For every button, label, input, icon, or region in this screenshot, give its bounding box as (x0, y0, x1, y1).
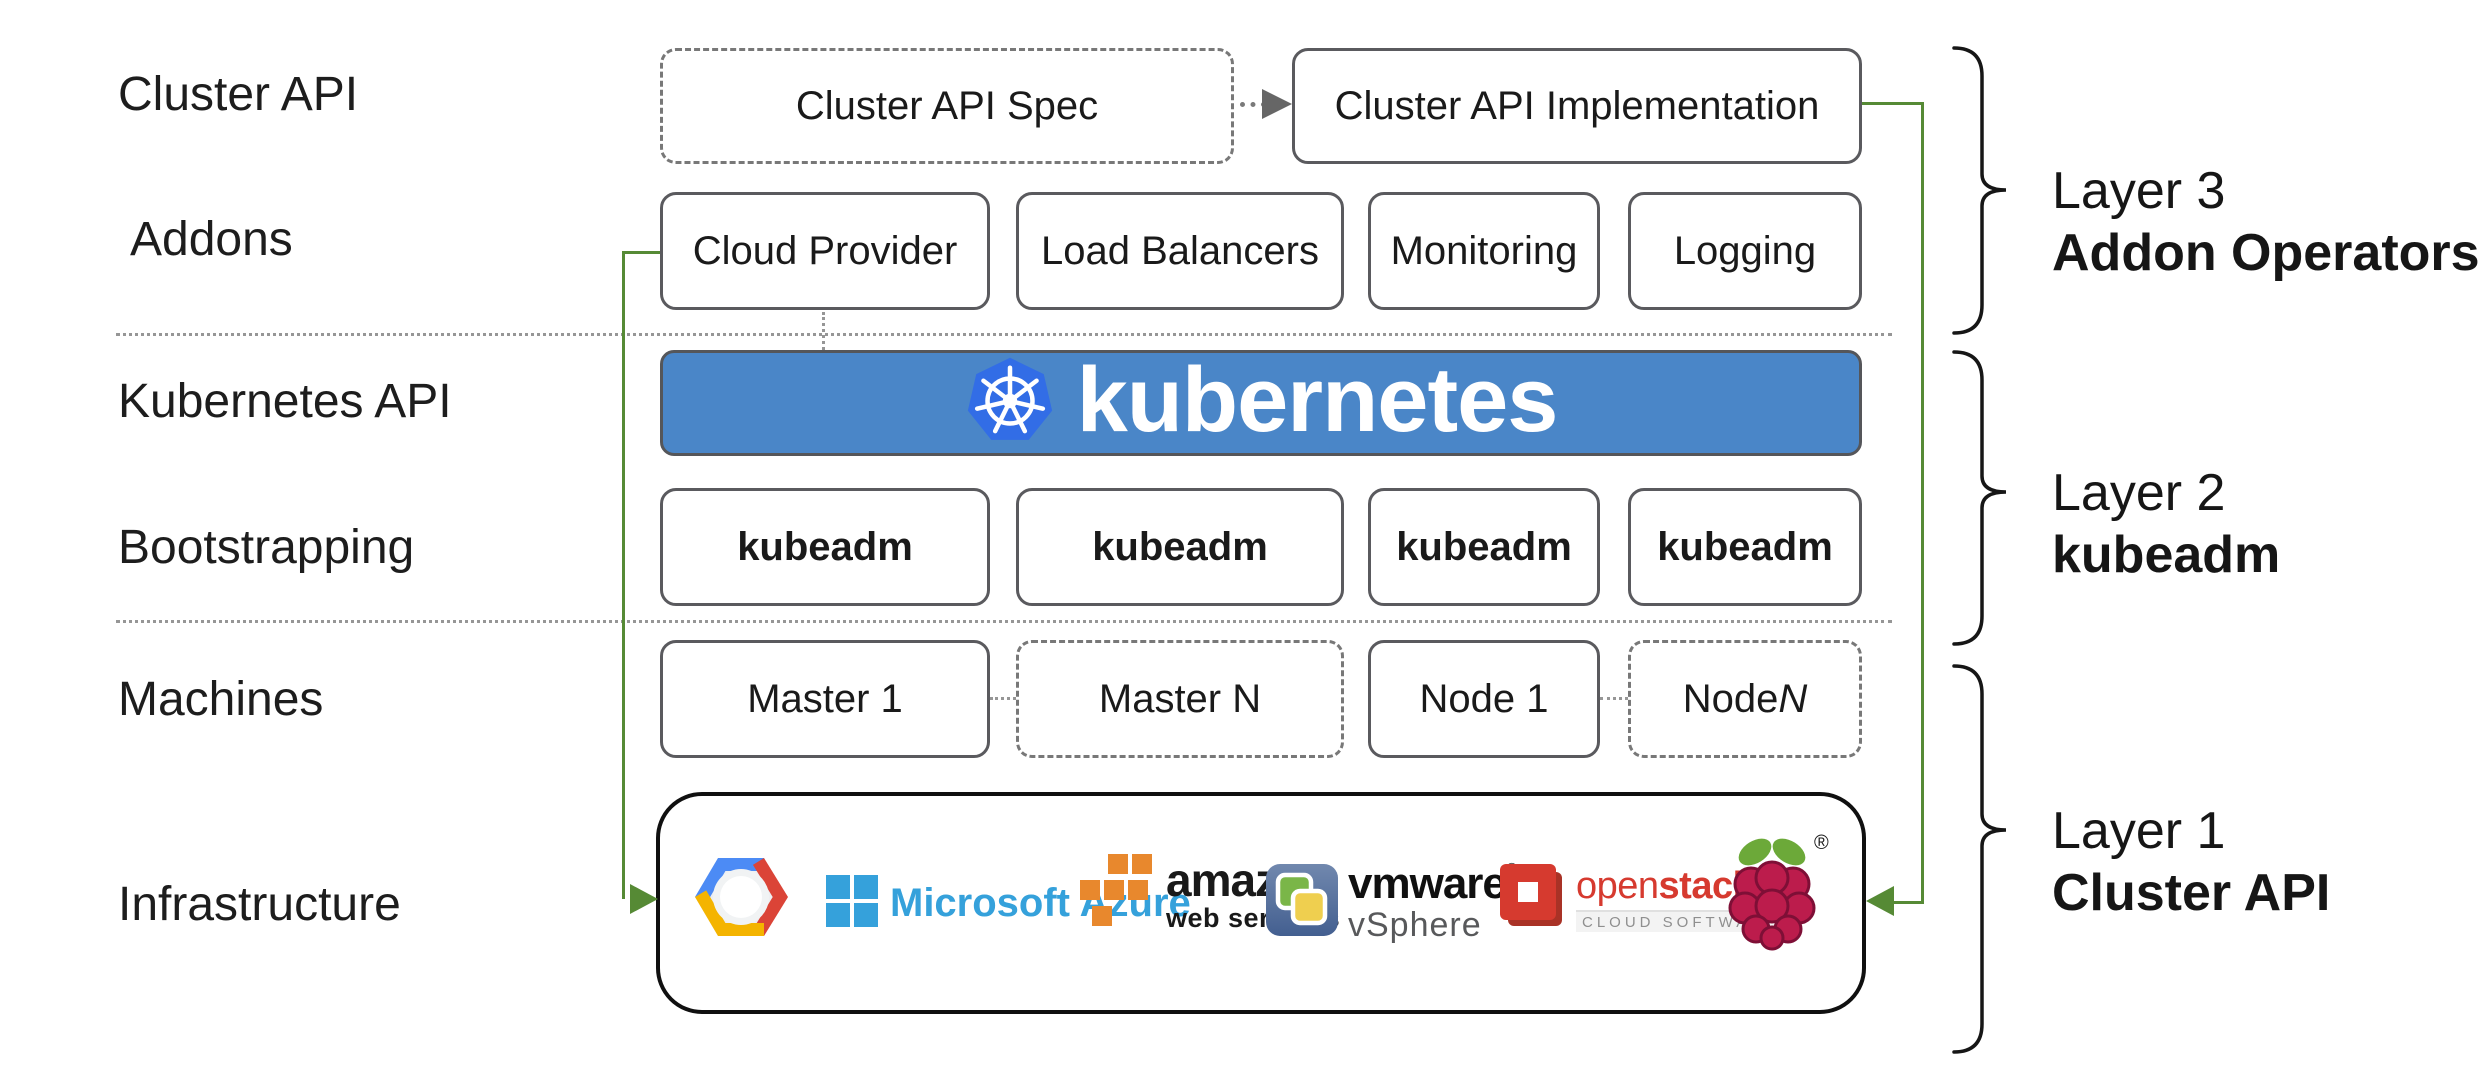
master-ellipsis-connector (990, 697, 1016, 700)
green-connector-left-top (622, 251, 660, 254)
kubeadm-box-1: kubeadm (660, 488, 990, 606)
row-label-addons: Addons (130, 213, 293, 266)
microsoft-window-icon (826, 875, 878, 932)
machine-box-master-n: Master N (1016, 640, 1344, 758)
green-arrowhead-right-icon (1866, 886, 1894, 916)
addon-box-monitoring: Monitoring (1368, 192, 1600, 310)
layer-1-brace (1952, 664, 2007, 1054)
infrastructure-providers-box: Microsoft Azure amazon web service (656, 792, 1866, 1014)
layer-1-title: Cluster API (2052, 864, 2331, 922)
kubeadm-box-3: kubeadm (1368, 488, 1600, 606)
node-ellipsis-connector (1600, 697, 1628, 700)
vmware-label-sub: vSphere (1348, 906, 1482, 944)
machine-label-suffix: N (1778, 676, 1808, 721)
kubernetes-wordmark: kubernetes (1076, 349, 1559, 451)
kubeadm-box-4: kubeadm (1628, 488, 1862, 606)
machine-box-node-1: Node 1 (1368, 640, 1600, 758)
row-label-bootstrapping: Bootstrapping (118, 521, 415, 574)
google-cloud-icon (690, 852, 792, 942)
spec-to-implementation-connector (1240, 102, 1266, 107)
cluster-api-spec-box: Cluster API Spec (660, 48, 1234, 164)
openstack-icon (1498, 862, 1566, 937)
addon-box-cloud-provider: Cloud Provider (660, 192, 990, 310)
machine-label: Node 1 (1419, 676, 1549, 721)
layer-3-title: Addon Operators (2052, 224, 2480, 282)
row-label-machines: Machines (118, 673, 324, 726)
vmware-label-main: vmware (1348, 859, 1507, 908)
vmware-logo: vmware® vSphere (1266, 862, 1518, 942)
aws-cubes-icon (1080, 854, 1156, 935)
section-divider-top (116, 333, 1892, 336)
arrow-right-icon (1262, 89, 1292, 119)
kubeadm-box-2: kubeadm (1016, 488, 1344, 606)
layer-braces (1952, 46, 2007, 1054)
machine-label: Master N (1098, 676, 1262, 721)
raspberry-pi-reg-mark: ® (1814, 832, 1829, 854)
raspberry-pi-icon: ® (1718, 830, 1829, 956)
green-connector-right-vertical (1921, 102, 1924, 904)
addon-box-load-balancers: Load Balancers (1016, 192, 1344, 310)
addon-box-logging: Logging (1628, 192, 1862, 310)
layer-1-name: Layer 1 (2052, 802, 2226, 860)
layer-1-label: Layer 1 Cluster API (2052, 800, 2330, 924)
section-divider-bottom (116, 620, 1892, 623)
row-label-cluster-api: Cluster API (118, 68, 359, 121)
layer-2-brace (1952, 350, 2007, 646)
cloud-provider-to-kubernetes-connector (822, 312, 825, 350)
layer-2-title: kubeadm (2052, 526, 2281, 584)
green-connector-left-vertical (622, 251, 625, 899)
kubernetes-wheel-icon (965, 354, 1055, 453)
layer-2-label: Layer 2 kubeadm (2052, 462, 2280, 586)
layer-3-brace (1952, 46, 2007, 335)
machine-label: Node (1682, 676, 1779, 721)
layer-3-name: Layer 3 (2052, 162, 2226, 220)
kubernetes-banner: kubernetes (660, 350, 1862, 456)
row-label-infrastructure: Infrastructure (118, 878, 401, 931)
machine-box-node-n: Node N (1628, 640, 1862, 758)
openstack-label-open: open (1576, 865, 1659, 907)
vmware-vsphere-icon (1266, 863, 1338, 941)
green-connector-right-top (1862, 102, 1924, 105)
green-connector-right-bottom (1894, 901, 1924, 904)
layer-3-label: Layer 3 Addon Operators (2052, 160, 2480, 284)
machine-label: Master 1 (747, 676, 903, 721)
row-label-kubernetes-api: Kubernetes API (118, 375, 452, 428)
green-arrowhead-left-icon (630, 884, 658, 914)
cluster-api-implementation-box: Cluster API Implementation (1292, 48, 1862, 164)
layer-2-name: Layer 2 (2052, 464, 2226, 522)
machine-box-master-1: Master 1 (660, 640, 990, 758)
